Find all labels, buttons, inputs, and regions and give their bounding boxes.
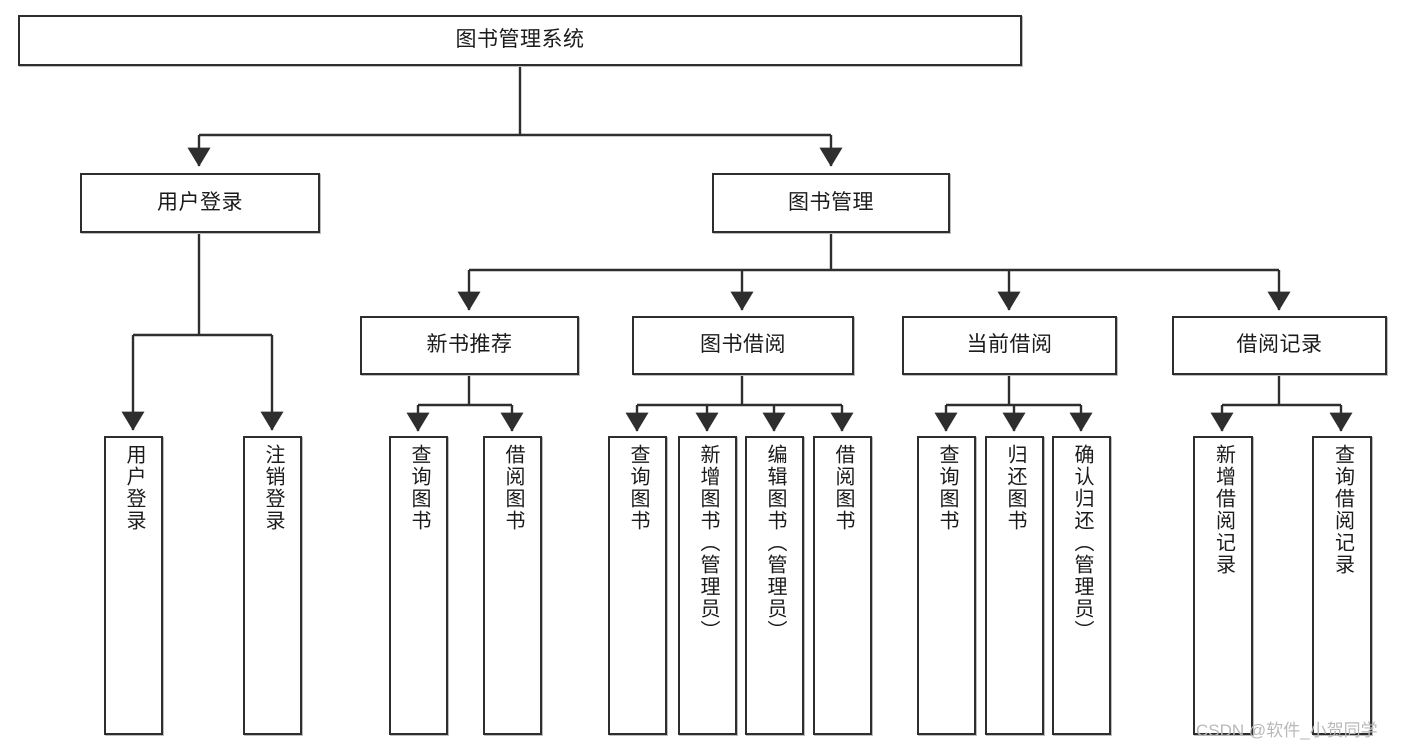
- node-book-borrow[interactable]: 图书借阅: [632, 316, 854, 375]
- node-label: 当前借阅: [966, 333, 1053, 357]
- leaf-query-book-current[interactable]: 查询图书: [917, 436, 976, 735]
- node-label: 查询图书: [408, 444, 430, 532]
- leaf-borrow-book[interactable]: 借阅图书: [813, 436, 872, 735]
- leaf-borrow-book-recommend[interactable]: 借阅图书: [483, 436, 542, 735]
- node-borrow-record[interactable]: 借阅记录: [1172, 316, 1387, 375]
- node-label: 编辑图书（管理员）: [764, 444, 786, 642]
- node-label: 查询图书: [627, 444, 649, 532]
- leaf-query-borrow-record[interactable]: 查询借阅记录: [1312, 436, 1372, 735]
- leaf-add-borrow-record[interactable]: 新增借阅记录: [1193, 436, 1253, 735]
- leaf-return-book[interactable]: 归还图书: [985, 436, 1044, 735]
- node-label: 图书借阅: [700, 333, 786, 357]
- node-label: 新增图书（管理员）: [697, 444, 719, 642]
- node-label: 借阅图书: [832, 444, 854, 532]
- node-new-book-recommend[interactable]: 新书推荐: [360, 316, 579, 375]
- node-current-borrow[interactable]: 当前借阅: [902, 316, 1117, 375]
- node-label: 注销登录: [262, 444, 284, 532]
- node-label: 查询借阅记录: [1331, 444, 1354, 576]
- node-label: 查询图书: [936, 444, 958, 532]
- node-label: 借阅记录: [1236, 333, 1323, 357]
- leaf-confirm-return-admin[interactable]: 确认归还（管理员）: [1052, 436, 1111, 735]
- leaf-user-logout[interactable]: 注销登录: [243, 436, 302, 735]
- node-user-login[interactable]: 用户登录: [80, 173, 320, 233]
- leaf-add-book-admin[interactable]: 新增图书（管理员）: [678, 436, 737, 735]
- node-label: 用户登录: [123, 444, 145, 532]
- leaf-user-login[interactable]: 用户登录: [104, 436, 163, 735]
- node-label: 新增借阅记录: [1212, 444, 1235, 576]
- node-label: 图书管理系统: [455, 28, 585, 52]
- node-label: 归还图书: [1004, 444, 1026, 532]
- node-label: 借阅图书: [502, 444, 524, 532]
- node-label: 新书推荐: [426, 333, 513, 357]
- node-label: 图书管理: [788, 190, 874, 214]
- node-book-management[interactable]: 图书管理: [712, 173, 950, 233]
- node-label: 确认归还（管理员）: [1071, 444, 1093, 642]
- node-label: 用户登录: [157, 190, 243, 214]
- node-root-system[interactable]: 图书管理系统: [18, 15, 1022, 66]
- leaf-query-book-borrow[interactable]: 查询图书: [608, 436, 667, 735]
- leaf-query-book-recommend[interactable]: 查询图书: [389, 436, 448, 735]
- leaf-edit-book-admin[interactable]: 编辑图书（管理员）: [745, 436, 804, 735]
